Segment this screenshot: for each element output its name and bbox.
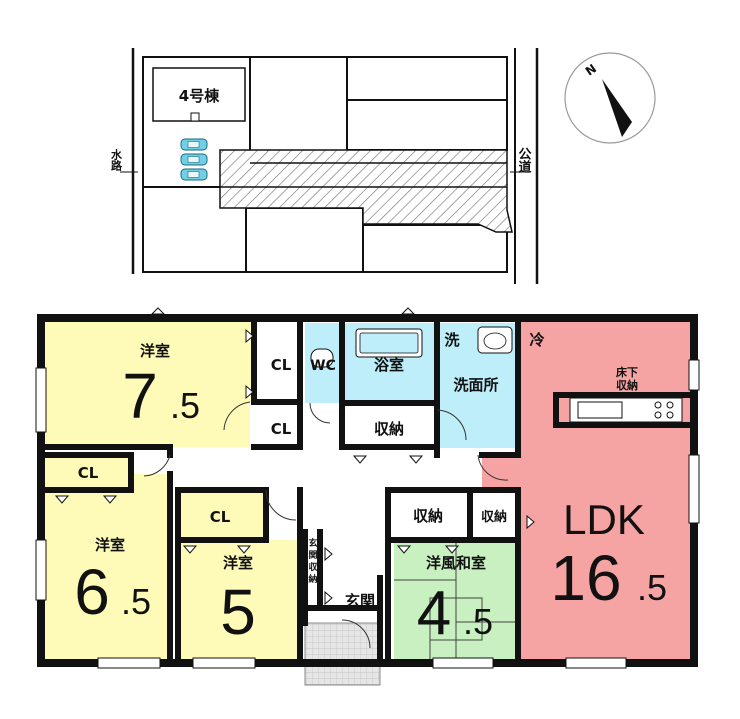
fridge-mark: 冷: [529, 331, 544, 349]
windows: [35, 359, 700, 669]
bath-label: 浴室: [374, 356, 404, 374]
kitchen-counter: [569, 397, 683, 423]
wc-label: WC: [310, 358, 336, 374]
parking-cars: [180, 138, 208, 181]
plot-upper-right-1: [346, 56, 508, 101]
storage-2-label: 収納: [413, 507, 443, 525]
cl-3-label: CL: [78, 464, 99, 482]
entrance-label: 玄関: [345, 592, 375, 610]
svg-text:関: 関: [308, 550, 317, 561]
japanese-room-name: 洋風和室: [426, 554, 486, 572]
underfloor-storage-line2: 収納: [616, 378, 638, 392]
bedroom-sw-name: 洋室: [95, 536, 125, 554]
bedroom-sw-fill: [41, 455, 170, 663]
svg-text:収: 収: [308, 561, 318, 573]
plot-lower-mid: [245, 207, 364, 273]
storage-triangles: [54, 307, 535, 606]
underfloor-storage-line1: 床下: [616, 365, 638, 379]
washroom-label: 洗面所: [453, 376, 498, 394]
building-4: [152, 67, 246, 122]
left-road-label: 水路: [110, 148, 123, 172]
plot-upper-mid: [249, 56, 348, 153]
bedroom-mid-size: 5: [220, 576, 256, 648]
bedroom-mid-name: 洋室: [223, 554, 253, 572]
bedroom-nw-fill: [41, 318, 254, 447]
bedroom-sw-size-int: 6: [74, 556, 110, 628]
bedroom-nw-name: 洋室: [140, 342, 170, 360]
laundry-mark: 洗: [444, 331, 459, 349]
entrance-storage-label: 玄 関 収 納: [308, 537, 318, 585]
ldk-size-dec: .5: [637, 567, 667, 608]
building-label: 4号棟: [179, 87, 220, 105]
site-plan: 4号棟 水路 公道: [110, 48, 539, 284]
japanese-room-size-int: 4: [417, 579, 451, 648]
right-road-label: 公道: [516, 147, 532, 174]
door-swings: [143, 401, 509, 649]
north-arrow-icon: [602, 79, 632, 137]
tatami-lines: [394, 540, 518, 663]
svg-text:玄: 玄: [308, 537, 317, 549]
bedroom-nw-size-int: 7: [122, 360, 158, 432]
storage-1-label: 収納: [374, 420, 404, 438]
shared-driveway: [219, 149, 513, 233]
entrance-tile: [304, 622, 381, 686]
plot-lower-right: [362, 224, 508, 273]
cl-4-label: CL: [210, 508, 231, 526]
floor-plan: 洋室 7 .5 CL CL WC 浴室 洗 洗面所 冷 収納 床下 収納 CL …: [35, 307, 700, 686]
cl-1-label: CL: [271, 356, 292, 374]
plot-upper-right-2: [346, 99, 508, 151]
bedroom-mid-fill: [178, 490, 300, 663]
bedroom-sw-size-dec: .5: [121, 581, 151, 622]
ldk-size-int: 16: [550, 542, 621, 614]
toilet: [310, 348, 334, 368]
interior-walls: [38, 315, 697, 666]
svg-text:納: 納: [308, 573, 317, 585]
compass: N: [564, 52, 656, 144]
japanese-room-size-dec: .5: [463, 601, 493, 642]
cl-2-label: CL: [271, 420, 292, 438]
bedroom-nw-size-dec: .5: [170, 385, 200, 426]
storage-3-label: 収納: [481, 509, 507, 525]
ldk-name: LDK: [563, 496, 645, 543]
